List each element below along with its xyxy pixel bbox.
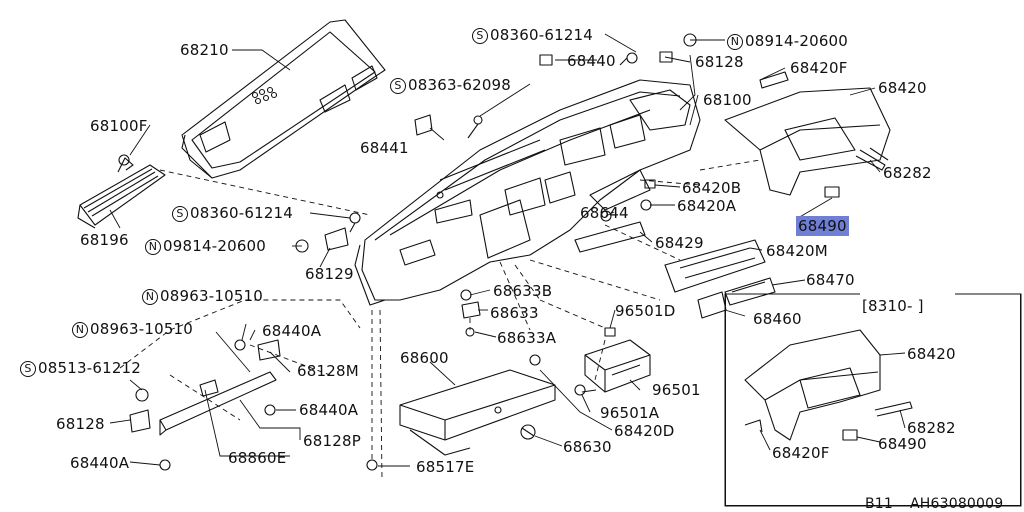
label-68517E: 68517E xyxy=(416,458,475,476)
label-68860E: 68860E xyxy=(228,449,287,467)
label-68420-top: 68420 xyxy=(878,79,927,97)
inset-title: [8310- ] xyxy=(862,297,924,315)
leader-lines xyxy=(109,33,906,467)
label-68429: 68429 xyxy=(655,234,704,252)
label-text: 08963-10510 xyxy=(90,320,194,338)
label-68128-low: 68128 xyxy=(56,415,105,433)
label-68440A-a: 68440A xyxy=(262,322,322,340)
reference-lines xyxy=(119,159,761,481)
label-text: 08914-20600 xyxy=(745,32,849,50)
glove-box-68600 xyxy=(399,369,556,456)
label-68128-top: 68128 xyxy=(695,53,744,71)
label-68100: 68100 xyxy=(703,91,752,109)
label-96501: 96501 xyxy=(652,381,701,399)
label-68129: 68129 xyxy=(305,265,354,283)
label-68633A: 68633A xyxy=(497,329,557,347)
label-text: 08360-61214 xyxy=(190,204,294,222)
label-68420F-inset: 68420F xyxy=(772,444,830,462)
label-68420A: 68420A xyxy=(677,197,737,215)
nut-prefix-icon: N xyxy=(72,322,88,338)
label-68100F: 68100F xyxy=(90,117,148,135)
label-text: 09814-20600 xyxy=(163,237,267,255)
label-68470: 68470 xyxy=(806,271,855,289)
label-68420F-top: 68420F xyxy=(790,59,848,77)
knob-68630 xyxy=(520,424,536,440)
label-text: 08513-61212 xyxy=(38,359,142,377)
lower-trim-group xyxy=(574,221,776,319)
instrument-panel-68100 xyxy=(354,79,701,306)
label-text: 08360-61214 xyxy=(490,26,594,44)
label-68644: 68644 xyxy=(580,204,629,222)
inset-drawing xyxy=(744,329,913,441)
nut-prefix-icon: N xyxy=(142,289,158,305)
label-96501A: 96501A xyxy=(600,404,660,422)
hood-68210 xyxy=(181,19,386,179)
standard-part-prefix-icon: S xyxy=(472,28,488,44)
label-68420D: 68420D xyxy=(614,422,675,440)
label-68633: 68633 xyxy=(490,304,539,322)
label-68440A-b: 68440A xyxy=(299,401,359,419)
label-68441: 68441 xyxy=(360,139,409,157)
label-68440A-c: 68440A xyxy=(70,454,130,472)
label-96501D: 96501D xyxy=(615,302,676,320)
label-68630: 68630 xyxy=(563,438,612,456)
label-68210: 68210 xyxy=(180,41,229,59)
nut-prefix-icon: N xyxy=(727,34,743,50)
standard-part-prefix-icon: S xyxy=(390,78,406,94)
standard-part-prefix-icon: S xyxy=(172,206,188,222)
grille-68196 xyxy=(77,154,166,229)
label-68633B: 68633B xyxy=(493,282,553,300)
side-rail-68128P xyxy=(159,371,277,436)
nut-prefix-icon: N xyxy=(145,239,161,255)
label-text: 08363-62098 xyxy=(408,76,512,94)
label-68490-inset: 68490 xyxy=(878,435,927,453)
label-68460: 68460 xyxy=(753,310,802,328)
label-68600: 68600 xyxy=(400,349,449,367)
label-68420-inset: 68420 xyxy=(907,345,956,363)
label-68490-highlighted: 68490 xyxy=(796,216,849,236)
label-68420B: 68420B xyxy=(682,179,742,197)
diagram-code-ah: AH63080009 xyxy=(910,496,1004,512)
highlight-68490: 68490 xyxy=(796,216,849,236)
label-68128P: 68128P xyxy=(303,432,361,450)
label-68282-top: 68282 xyxy=(883,164,932,182)
standard-part-prefix-icon: S xyxy=(20,361,36,377)
label-text: 08963-10510 xyxy=(160,287,264,305)
label-68128M: 68128M xyxy=(297,362,359,380)
ashtray-96501 xyxy=(584,339,651,393)
diagram-code-b11: B11 xyxy=(865,496,894,512)
label-68196: 68196 xyxy=(80,231,129,249)
cluster-hood-68420 xyxy=(724,87,891,198)
label-68282-inset: 68282 xyxy=(907,419,956,437)
label-68440-top: 68440 xyxy=(567,52,616,70)
label-68420M: 68420M xyxy=(766,242,828,260)
